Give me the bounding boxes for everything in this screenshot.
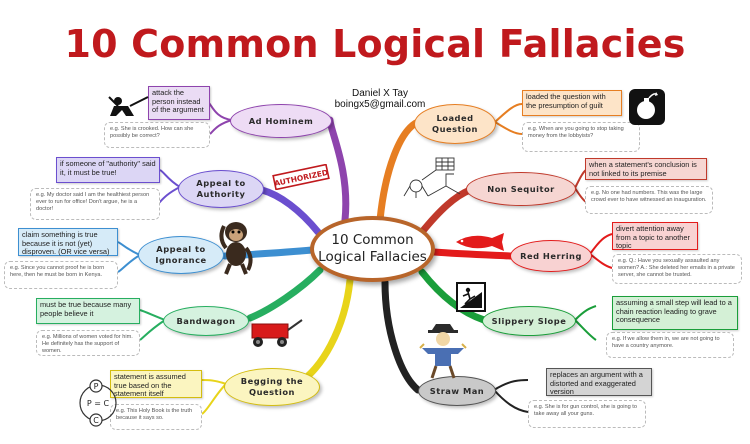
example-begging-the-question: e.g. This Holy Book is the truth because…: [110, 404, 202, 430]
branch-red-herring: [430, 248, 516, 260]
bomb-icon: [629, 89, 665, 125]
page-title: 10 Common Logical Fallacies: [64, 22, 686, 66]
branch-appeal-authority: [258, 186, 322, 236]
branch-loaded-question: [376, 118, 422, 224]
node-label: Bandwagon: [176, 315, 236, 326]
definition-slippery-slope: assuming a small step will lead to a cha…: [612, 296, 738, 330]
author-credit: Daniel X Tay boingx5@gmail.com: [325, 88, 435, 110]
wagon-icon: [251, 319, 303, 347]
contraption-icon: [403, 157, 461, 198]
branch-slippery-slope: [418, 268, 488, 324]
definition-loaded-question: loaded the question with the presumption…: [522, 90, 622, 116]
scarecrow-icon: [419, 324, 467, 379]
example-appeal-to-ignorance: e.g. Since you cannot proof he is born h…: [4, 261, 118, 289]
example-slippery-slope: e.g. If we allow them in, we are not goi…: [606, 332, 734, 358]
node-label: Slippery Slope: [491, 315, 567, 326]
authorized-stamp-icon: AUTHORIZED: [272, 164, 330, 190]
node-label: Appeal to Ignorance: [155, 244, 207, 265]
cycle-label-c: C: [93, 416, 99, 425]
branch-straw-man: [381, 278, 422, 394]
slippery-slope-sign-icon: [456, 282, 486, 312]
node-label: Begging the Question: [240, 376, 304, 397]
central-topic-line2: Logical Fallacies: [318, 249, 427, 265]
node-straw-man[interactable]: Straw Man: [418, 376, 496, 406]
node-appeal-to-ignorance[interactable]: Appeal to Ignorance: [138, 236, 224, 274]
node-red-herring[interactable]: Red Herring: [510, 240, 592, 272]
branch-bandwagon: [246, 266, 324, 322]
branch-begging-question: [296, 276, 354, 386]
definition-bandwagon: must be true because many people believe…: [36, 298, 140, 324]
example-ad-hominem: e.g. She is crooked. How can she possibl…: [104, 122, 210, 148]
node-label: Straw Man: [429, 385, 485, 396]
example-non-sequitor: e.g. No one had numbers. This was the la…: [585, 186, 713, 214]
node-label: Loaded Question: [432, 113, 478, 134]
node-ad-hominem[interactable]: Ad Hominem: [230, 104, 332, 138]
example-loaded-question: e.g. When are you going to stop taking m…: [522, 122, 640, 152]
example-straw-man: e.g. She is for gun control, she is goin…: [528, 400, 646, 428]
stamp-text: AUTHORIZED: [273, 168, 328, 188]
branch-non-sequitor: [418, 186, 474, 236]
node-label: Ad Hominem: [248, 115, 314, 126]
definition-appeal-to-authority: if someone of "authority" said it, it mu…: [56, 157, 160, 183]
definition-begging-the-question: statement is assumed true based on the s…: [110, 370, 202, 398]
node-label: Appeal to Authority: [196, 178, 246, 199]
node-loaded-question[interactable]: Loaded Question: [414, 104, 496, 144]
example-appeal-to-authority: e.g. My doctor said I am the healthiest …: [30, 188, 160, 220]
cycle-label-p: P: [94, 382, 99, 391]
node-non-sequitor[interactable]: Non Sequitor: [466, 172, 576, 206]
definition-ad-hominem: attack the person instead of the argumen…: [148, 86, 210, 120]
node-bandwagon[interactable]: Bandwagon: [163, 306, 249, 336]
node-begging-the-question[interactable]: Begging the Question: [224, 368, 320, 406]
example-bandwagon: e.g. Millions of women voted for him. He…: [36, 330, 140, 356]
author-email: boingx5@gmail.com: [334, 99, 426, 110]
central-topic-line1: 10 Common: [331, 232, 414, 248]
definition-red-herring: divert attention away from a topic to an…: [612, 222, 698, 250]
author-name: Daniel X Tay: [352, 88, 408, 99]
person-with-sword-icon: [108, 96, 149, 116]
red-fish-icon: [456, 233, 504, 251]
node-appeal-to-authority[interactable]: Appeal to Authority: [178, 170, 264, 208]
monkey-icon: [219, 222, 253, 275]
definition-appeal-to-ignorance: claim something is true because it is no…: [18, 228, 118, 256]
cycle-label-p-equals-c: P = C: [87, 399, 110, 408]
node-label: Non Sequitor: [487, 183, 555, 194]
example-red-herring: e.g. Q.: Have you sexually assaulted any…: [612, 254, 742, 284]
definition-non-sequitor: when a statement's conclusion is not lin…: [585, 158, 707, 180]
circular-reasoning-icon: P P = C C: [79, 379, 117, 427]
branch-ad-hominem: [326, 116, 350, 224]
definition-straw-man: replaces an argument with a distorted an…: [546, 368, 652, 396]
node-slippery-slope[interactable]: Slippery Slope: [482, 306, 576, 336]
node-label: Red Herring: [520, 250, 582, 261]
